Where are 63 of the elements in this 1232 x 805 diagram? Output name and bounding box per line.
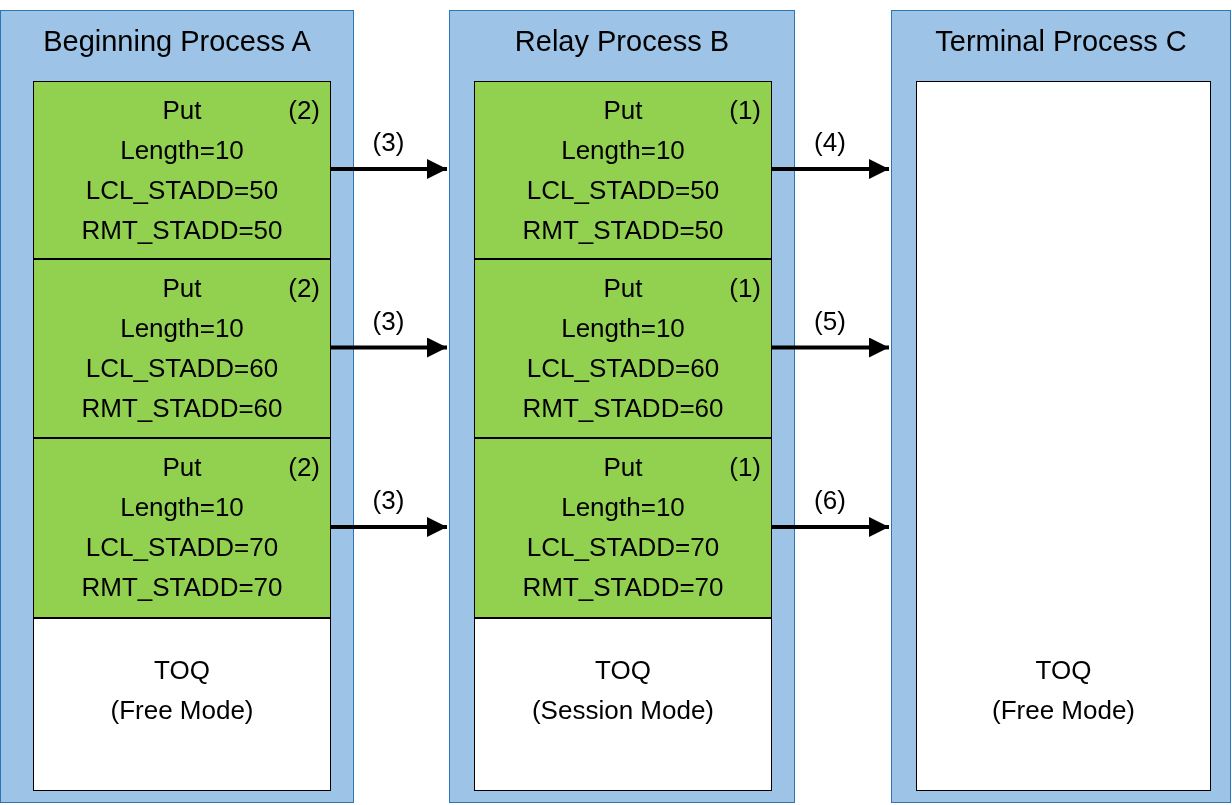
arrow <box>771 337 889 358</box>
record-text: LCL_STADD=60 <box>526 352 720 385</box>
queue-text: (Session Mode) <box>531 694 715 727</box>
queue-text: TOQ <box>154 654 210 687</box>
queue-box <box>33 618 331 791</box>
record-text: Length=10 <box>120 491 244 524</box>
step-number: (1) <box>729 272 761 305</box>
record-text: Length=10 <box>120 312 244 345</box>
record-text: Put <box>603 451 643 484</box>
edge-label: (3) <box>372 127 405 157</box>
edge-label: (4) <box>814 127 846 157</box>
edge-label: (3) <box>372 485 405 515</box>
record-text: Length=10 <box>561 491 685 524</box>
record-text: RMT_STADD=60 <box>522 392 724 425</box>
arrow <box>771 517 889 537</box>
panel-title: Beginning Process A <box>42 25 312 58</box>
arrow <box>330 337 447 358</box>
process-panel <box>891 10 1231 803</box>
record-text: Put <box>162 94 202 127</box>
record-text: RMT_STADD=50 <box>522 214 724 247</box>
record-text: LCL_STADD=60 <box>85 352 279 385</box>
queue-text: TOQ <box>595 654 651 687</box>
record-text: RMT_STADD=70 <box>522 571 724 604</box>
edge-label: (3) <box>372 305 405 336</box>
arrow <box>330 517 447 537</box>
put-record-box <box>474 438 772 618</box>
edge-label: (6) <box>814 485 846 515</box>
record-text: RMT_STADD=70 <box>81 571 283 604</box>
record-text: Put <box>603 94 643 127</box>
record-text: Length=10 <box>561 312 685 345</box>
record-text: Put <box>162 272 202 305</box>
record-text: RMT_STADD=60 <box>81 392 283 425</box>
queue-text: (Free Mode) <box>110 694 254 727</box>
record-text: LCL_STADD=50 <box>526 174 720 207</box>
put-record-box <box>474 81 772 259</box>
process-panel <box>0 10 354 803</box>
record-text: RMT_STADD=50 <box>81 214 283 247</box>
put-record-box <box>33 438 331 618</box>
put-record-box <box>33 81 331 259</box>
record-text: LCL_STADD=70 <box>526 531 720 564</box>
record-text: Length=10 <box>120 134 244 167</box>
step-number: (2) <box>288 94 320 127</box>
step-number: (1) <box>729 451 761 484</box>
record-text: LCL_STADD=50 <box>85 174 279 207</box>
put-record-box <box>474 259 772 438</box>
queue-box <box>916 81 1211 791</box>
record-text: Length=10 <box>561 134 685 167</box>
arrow <box>771 159 889 179</box>
step-number: (2) <box>288 451 320 484</box>
queue-text: TOQ <box>1035 654 1092 687</box>
record-text: Put <box>162 451 202 484</box>
arrow <box>330 159 447 179</box>
process-panel <box>449 10 795 803</box>
step-number: (1) <box>729 94 761 127</box>
edge-label: (5) <box>814 305 846 336</box>
panel-title: Relay Process B <box>513 25 731 58</box>
record-text: LCL_STADD=70 <box>85 531 279 564</box>
step-number: (2) <box>288 272 320 305</box>
panel-title: Terminal Process C <box>934 25 1188 58</box>
put-record-box <box>33 259 331 438</box>
queue-box <box>474 618 772 791</box>
queue-text: (Free Mode) <box>991 694 1135 727</box>
record-text: Put <box>603 272 643 305</box>
